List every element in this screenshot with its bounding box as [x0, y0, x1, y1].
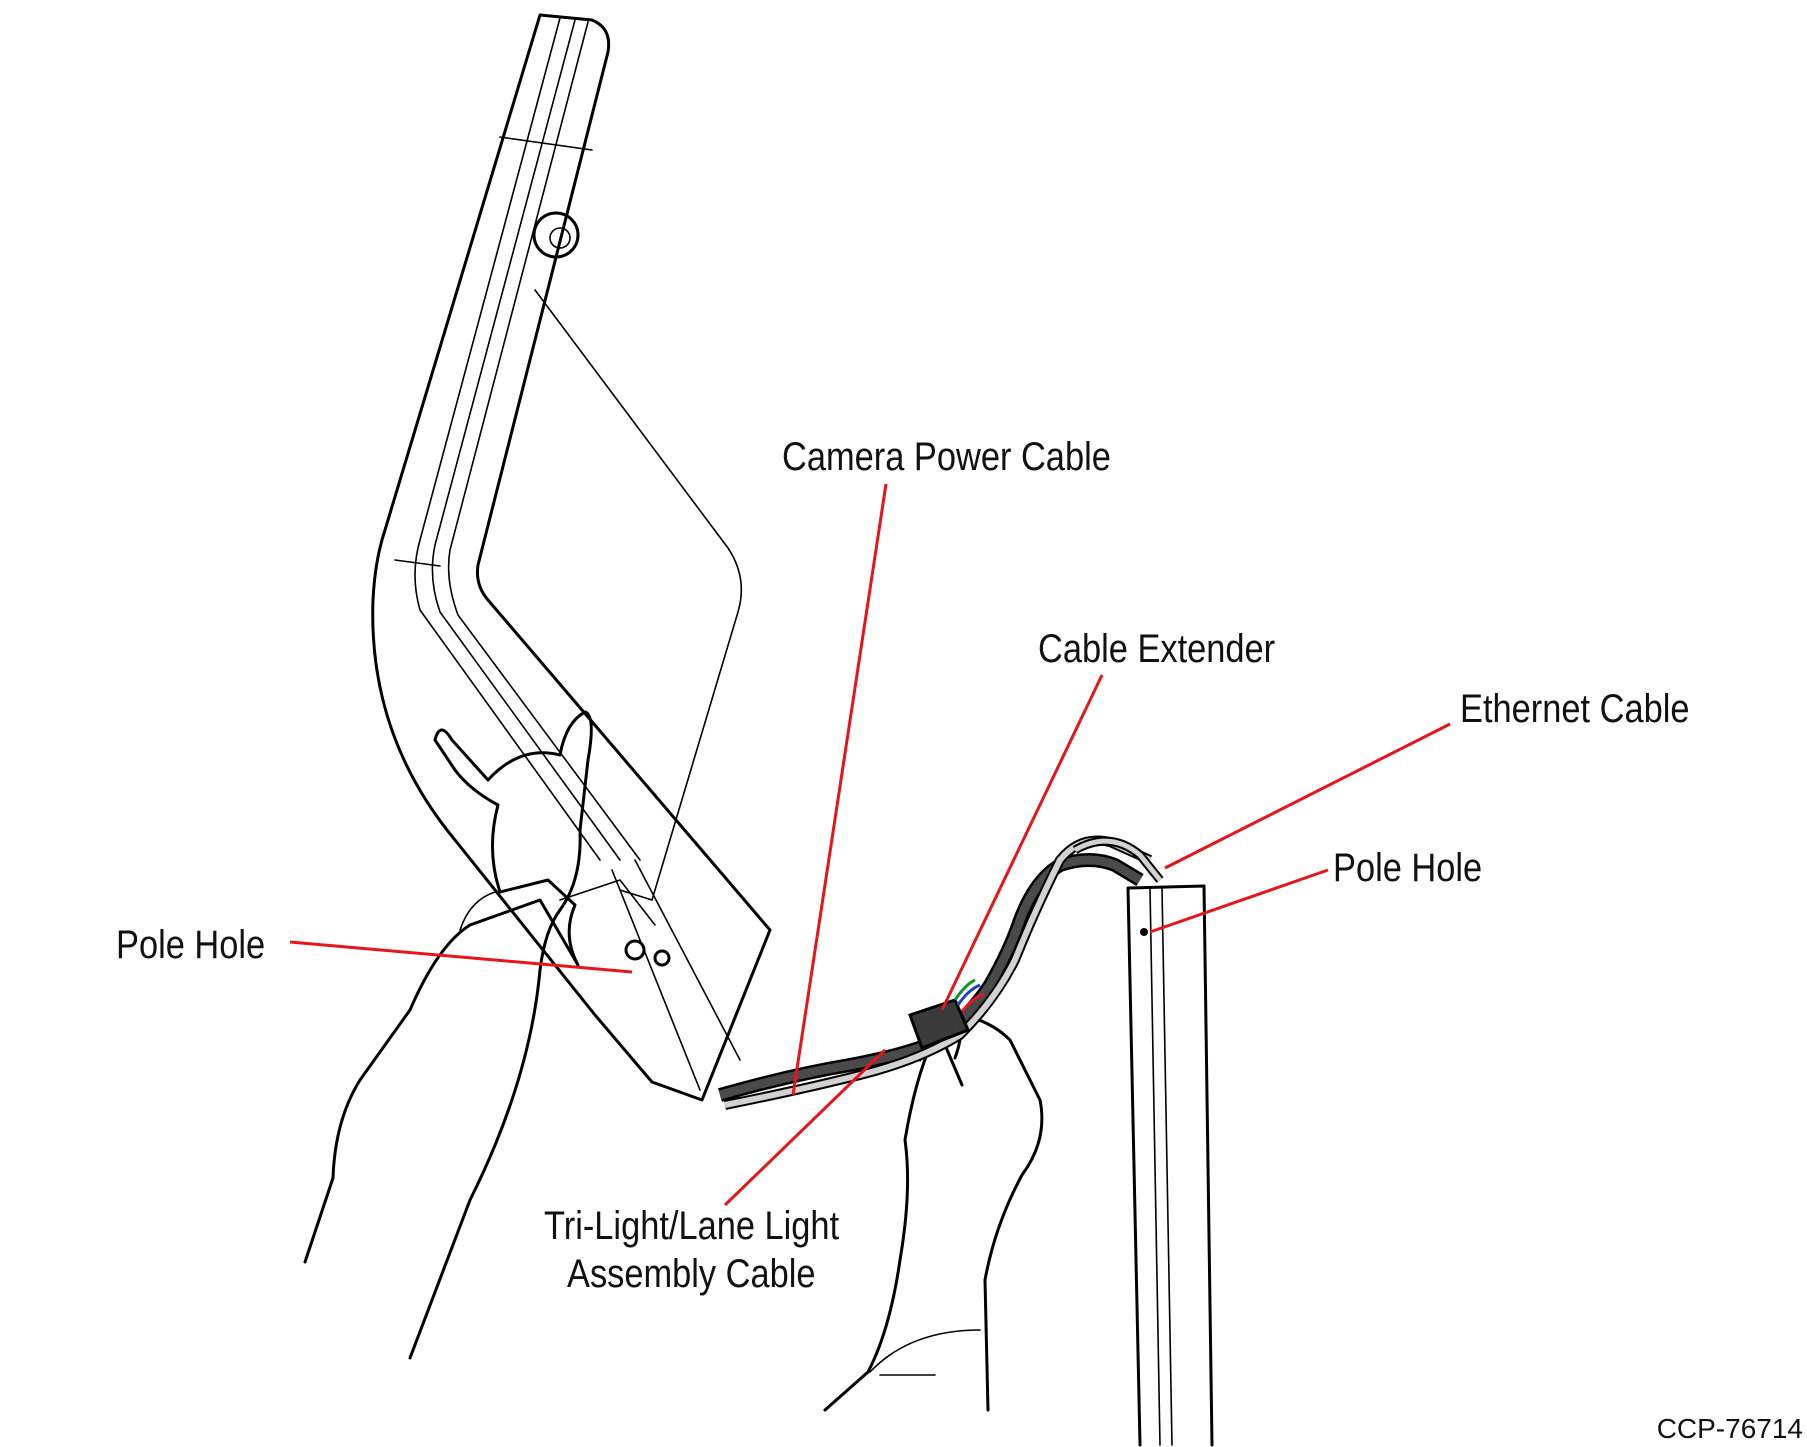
pole [1126, 884, 1214, 1447]
pole-hole-right-label: Pole Hole [1333, 846, 1483, 890]
leader-ethernet-cable [1164, 722, 1451, 870]
leader-trilight-cable [723, 1048, 887, 1207]
trilight-cable-label-line2: Assembly Cable [567, 1252, 816, 1296]
camera-arm [371, 13, 772, 1102]
cable-extender-connector [908, 978, 985, 1050]
cable-extender-label: Cable Extender [1038, 627, 1276, 671]
camera-power-cable-label: Camera Power Cable [782, 435, 1111, 479]
figure-id: CCP-76714 [1656, 1413, 1803, 1444]
camera-panel [534, 289, 743, 967]
trilight-cable-label-line1: Tri-Light/Lane Light [544, 1204, 840, 1248]
pole-hole-left-label: Pole Hole [116, 923, 266, 967]
leader-camera-power-cable [791, 483, 888, 1096]
leader-cable-extender [940, 674, 1104, 1011]
cable-bundle [718, 835, 1164, 1110]
leader-pole-hole-right [1149, 868, 1329, 934]
left-hand [303, 710, 593, 1360]
ethernet-cable-label: Ethernet Cable [1460, 687, 1690, 731]
leader-pole-hole-left [289, 940, 633, 974]
